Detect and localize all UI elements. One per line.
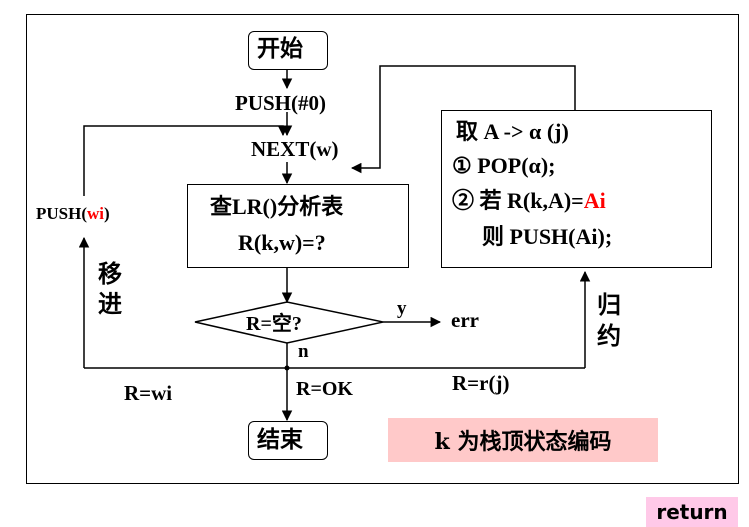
reduce-label-1: 归: [597, 291, 621, 319]
lookup-box: [187, 184, 409, 268]
reduce-label-2: 约: [597, 322, 621, 350]
lookup-table-label: 查LR()分析表: [210, 194, 344, 219]
yes-label: y: [397, 298, 407, 319]
r-rj-label: R=r(j): [452, 371, 510, 395]
r-ok-label: R=OK: [296, 378, 353, 400]
push-wi-prefix: PUSH(: [36, 204, 87, 223]
reduce-line-3-var: Ai: [583, 188, 606, 213]
end-label: 结束: [257, 427, 303, 453]
shift-label-2: 进: [98, 290, 122, 318]
push-wi-label: PUSH(wi): [36, 205, 110, 222]
state-note: k 为栈顶状态编码: [388, 418, 658, 462]
push-wi-var: wi: [87, 204, 104, 223]
start-label: 开始: [257, 36, 303, 62]
decision-label: R=空?: [246, 313, 302, 335]
push-wi-suffix: ): [104, 204, 110, 223]
start-node: [248, 31, 328, 70]
end-node: [248, 421, 328, 460]
reduce-line-4: 则 PUSH(Ai);: [482, 224, 613, 249]
next-w-label: NEXT(w): [251, 137, 339, 161]
r-wi-label: R=wi: [124, 381, 173, 405]
reduce-box: [441, 110, 712, 268]
reduce-line-1: 取 A -> α (j): [456, 119, 569, 144]
diagram-frame: [26, 14, 739, 484]
shift-label-1: 移: [98, 260, 122, 288]
return-button[interactable]: return: [646, 497, 738, 527]
reduce-line-2: ① POP(α);: [452, 153, 556, 178]
arrow-reduce-next: [350, 65, 576, 174]
push-init-label: PUSH(#0): [235, 91, 326, 115]
lookup-expr-label: R(k,w)=?: [238, 230, 326, 255]
reduce-line-3: ② 若 R(k,A)=Ai: [452, 190, 606, 212]
err-label: err: [451, 308, 479, 332]
reduce-line-3-prefix: ② 若 R(k,A)=: [452, 188, 584, 213]
state-note-text: k 为栈顶状态编码: [434, 429, 612, 455]
return-label: return: [656, 500, 728, 524]
no-label: n: [298, 341, 309, 362]
arrow-push-wi-next: [83, 125, 289, 196]
